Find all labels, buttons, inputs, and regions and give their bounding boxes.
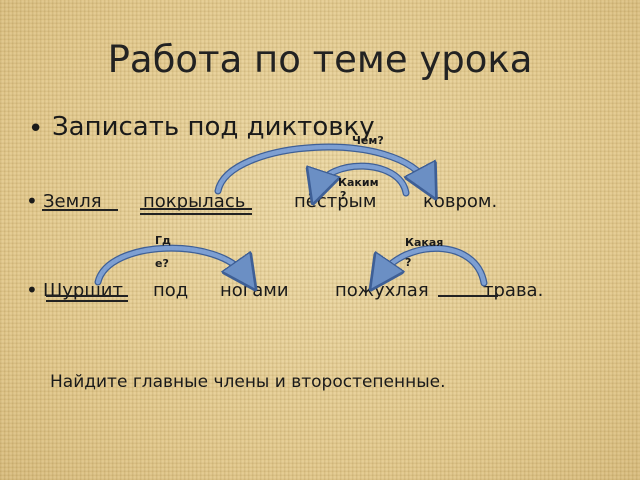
word-zemlya: Земля — [43, 191, 102, 212]
question-kakaya: Какая — [405, 236, 444, 249]
question-kakaya-mark: ? — [405, 256, 412, 269]
bullet-dot: • — [28, 114, 44, 144]
question-kakim: Каким — [338, 176, 379, 189]
question-kakim-mark: ? — [340, 189, 347, 202]
bullet-dot: • — [26, 189, 38, 213]
question-chem: Чем? — [352, 134, 384, 147]
bullet-main-text: Записать под диктовку — [52, 112, 375, 142]
underline-predicate-shurshit — [46, 295, 128, 302]
word-trava: трава. — [483, 280, 544, 301]
word-kovrom: ковром. — [423, 191, 498, 212]
arrow-arc-gde — [94, 244, 246, 282]
task-instruction: Найдите главные члены и второстепенные. — [50, 372, 446, 392]
question-gde-end: е? — [155, 257, 169, 270]
slide-title: Работа по теме урока — [107, 38, 533, 81]
word-pod: под — [153, 280, 189, 301]
arrow-arc-kakaya — [380, 244, 488, 283]
question-gde: Гд — [155, 234, 171, 247]
bullet-dot: • — [26, 278, 38, 302]
underline-predicate-pokrylas — [140, 208, 252, 215]
word-pokrylas: покрылась — [143, 191, 246, 212]
arrow-arc-chem — [214, 143, 428, 191]
arrow-arc-kakim — [318, 162, 410, 193]
